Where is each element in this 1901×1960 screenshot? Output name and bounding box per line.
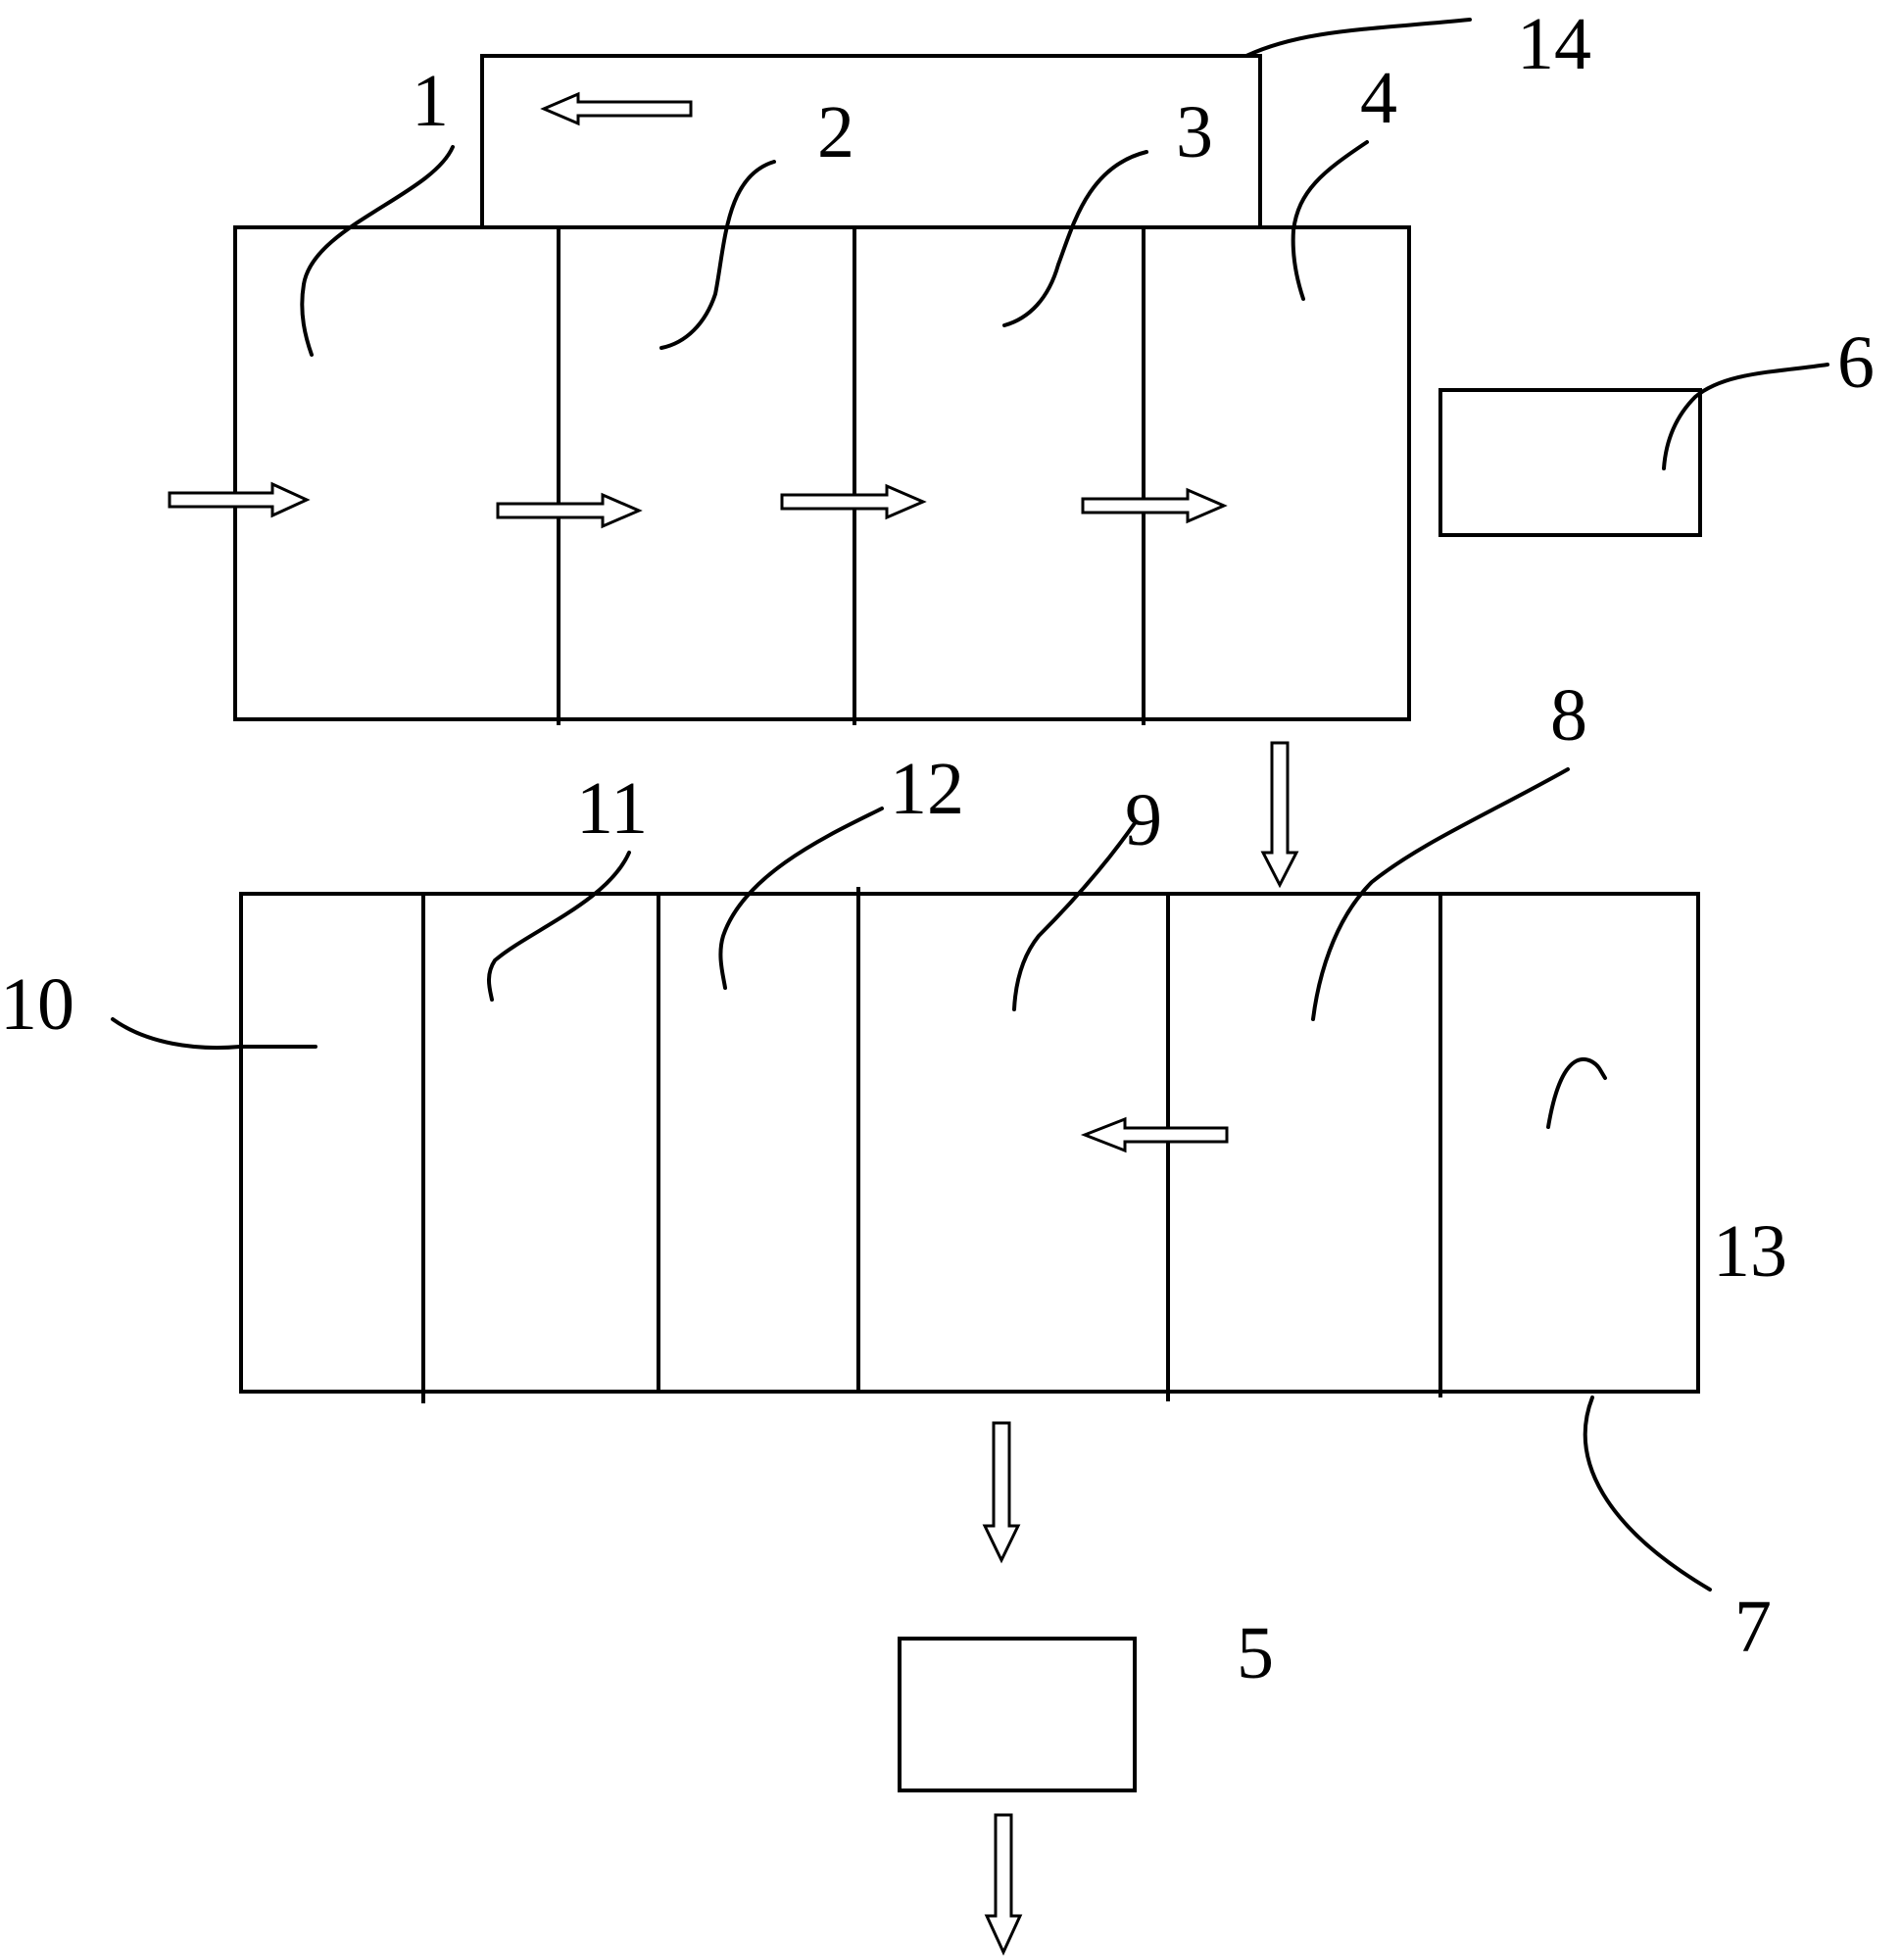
leader-8: [1311, 767, 1570, 1021]
label-7: 7: [1734, 1586, 1772, 1668]
box-5: [898, 1637, 1137, 1792]
leader-2: [659, 160, 776, 350]
label-11: 11: [576, 767, 648, 850]
arrow-down-upper-to-lower: [1260, 741, 1299, 889]
label-9: 9: [1125, 779, 1162, 861]
leader-7: [1583, 1396, 1712, 1592]
label-3: 3: [1176, 91, 1213, 173]
label-1: 1: [412, 60, 449, 142]
label-13: 13: [1713, 1210, 1787, 1293]
lower-unit: [239, 892, 1700, 1394]
label-8: 8: [1550, 674, 1587, 757]
arrow-left-lower: [1080, 1116, 1229, 1153]
leader-6: [1662, 363, 1829, 470]
leader-4: [1291, 140, 1369, 301]
return-duct-14: [480, 54, 1262, 229]
leader-3: [1002, 150, 1148, 327]
label-12: 12: [890, 748, 964, 830]
leader-1: [300, 145, 455, 357]
leader-13: [1546, 1056, 1607, 1129]
label-5: 5: [1237, 1612, 1274, 1694]
arrow-down-outlet: [984, 1813, 1023, 1956]
arrow-right-2-3: [780, 483, 927, 520]
leader-10: [111, 1017, 317, 1051]
arrow-right-inlet: [168, 481, 311, 518]
leader-9: [1012, 821, 1137, 1011]
arrow-right-1-2: [496, 492, 643, 529]
arrow-left-duct: [540, 91, 693, 126]
leader-11: [487, 851, 631, 1002]
upper-unit: [233, 225, 1411, 721]
arrow-down-to-box-5: [982, 1421, 1021, 1564]
leader-14: [1244, 18, 1472, 58]
box-6: [1438, 388, 1702, 537]
label-6: 6: [1837, 321, 1875, 404]
label-10: 10: [0, 963, 74, 1046]
arrow-right-3-4: [1081, 487, 1228, 524]
label-14: 14: [1517, 3, 1591, 85]
label-2: 2: [817, 91, 854, 173]
leader-12: [718, 807, 884, 990]
label-4: 4: [1360, 57, 1397, 139]
